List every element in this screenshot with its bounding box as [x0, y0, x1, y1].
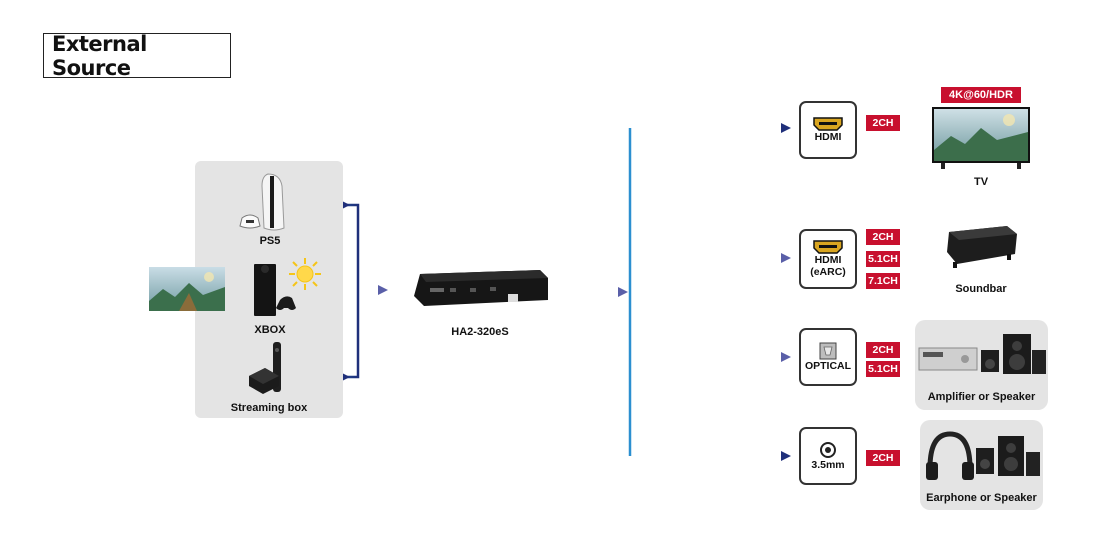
streaming-box-icon [249, 342, 281, 394]
tv-label: TV [973, 176, 989, 188]
optical-connector-icon [819, 342, 837, 360]
ps5-label: PS5 [259, 235, 281, 247]
xbox-console-icon [254, 264, 296, 316]
tv-screen-image [149, 267, 225, 311]
ps5-console-icon [239, 173, 285, 231]
xbox-label: XBOX [254, 324, 286, 336]
ha2-device-icon [414, 270, 548, 306]
audio-jack-icon [820, 442, 836, 458]
earphone-label: Earphone or Speaker [926, 492, 1037, 504]
hdmi-badge-2ch: 2CH [866, 115, 900, 131]
sun-icon [289, 258, 321, 290]
optical-port: OPTICAL [799, 328, 857, 386]
amplifier-label: Amplifier or Speaker [927, 391, 1036, 403]
hdmi-port: HDMI [799, 101, 857, 159]
soundbar-icon [947, 226, 1017, 268]
amplifier-speaker-icon [918, 334, 1046, 374]
soundbar-label: Soundbar [955, 283, 1007, 295]
earc-badge-2ch: 2CH [866, 229, 900, 245]
output-lines [628, 123, 791, 461]
optical-badge-2ch: 2CH [866, 342, 900, 358]
tv-icon [932, 107, 1030, 169]
device-label: HA2-320eS [451, 326, 509, 338]
optical-badge-51ch: 5.1CH [866, 361, 900, 377]
jack-port: 3.5mm [799, 427, 857, 485]
earc-badge-51ch: 5.1CH [866, 251, 900, 267]
hdmi-earc-port: HDMI (eARC) [799, 229, 857, 289]
hdmi-connector-icon [813, 117, 843, 131]
jack-badge-2ch: 2CH [866, 450, 900, 466]
page-title: External Source [43, 32, 231, 80]
streaming-box-label: Streaming box [230, 402, 308, 414]
hdmi-connector-icon [813, 240, 843, 254]
earphone-speaker-icon [926, 431, 1040, 480]
earc-badge-71ch: 7.1CH [866, 273, 900, 289]
tv-4k-badge: 4K@60/HDR [941, 87, 1021, 103]
